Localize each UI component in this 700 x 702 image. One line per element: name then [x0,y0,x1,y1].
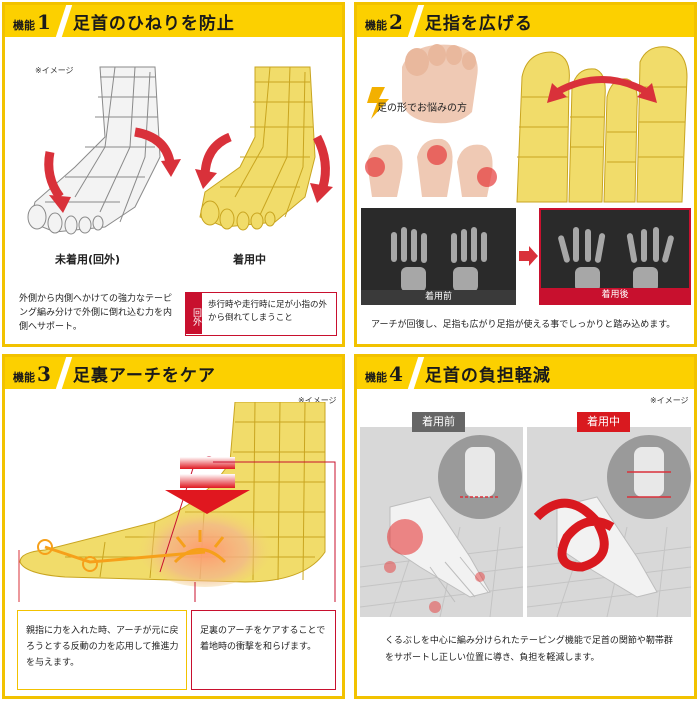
foot-illustration [27,66,333,235]
feature-badge: 機能 3 [5,357,59,389]
shock-note-box: 足裏のアーチをケアすることで着地時の衝撃を和らげます。 [191,610,336,690]
toe-illustration [365,44,688,203]
feature-panel-2: 機能 2 足指を広げる [354,2,697,347]
panel-header: 機能 4 足首の負担軽減 [357,357,694,389]
spread-arrow-icon [555,76,649,96]
spring-icon [173,530,227,564]
during-skeleton-image [526,427,692,618]
panel-header: 機能 3 足裏アーチをケア [5,357,342,389]
panel-description: くるぶしを中心に編み分けられたテーピング機能で足首の関節や靭帯群をサポートし正し… [385,636,673,663]
thrust-note-text: 親指に力を入れた時、アーチが元に戻ろうとする反動の力を応用して推進力を与えます。 [26,626,179,668]
feature-badge: 機能 1 [5,5,59,37]
before-tag: 着用前 [412,412,465,432]
thrust-note-box: 親指に力を入れた時、アーチが元に戻ろうとする反動の力を応用して推進力を与えます。 [17,610,187,690]
image-note: ※イメージ [35,66,74,75]
xray-before: 着用前 [361,208,516,305]
callout-tag: 回外 [186,293,202,334]
feature-panel-1: 機能 1 足首のひねりを防止 ※イメージ [2,2,345,347]
foot-photo [402,44,478,124]
feature-badge: 機能 2 [357,5,411,37]
panel-header: 機能 1 足首のひねりを防止 [5,5,342,37]
during-tag: 着用中 [577,412,630,432]
caption-worn: 着用中 [233,253,266,266]
after-label: 着用後 [541,288,689,303]
xray-after: 着用後 [539,208,691,305]
support-arrow-icon [200,132,232,178]
before-skeleton-image [359,427,524,618]
panel-title: 足首の負担軽減 [424,365,551,386]
lightning-icon [367,87,389,119]
arch-illustration [18,402,336,602]
panel-title: 足指を広げる [424,13,533,34]
panel-description: アーチが回復し、足指も広がり足指が使える事でしっかりと踏み込めます。 [371,320,676,330]
problem-feet [365,138,497,197]
arch-glow [135,497,275,587]
pain-spot-icon [387,519,423,555]
spread-toes-wireframe [516,46,688,203]
twist-arrow-icon [134,127,175,164]
pressure-arrow-icon [165,457,250,514]
caption-unworn: 未着用(回外) [55,253,121,266]
callout-text: 歩行時や走行時に足が小指の外から倒れてしまうこと [208,300,328,323]
panel-title: 足裏アーチをケア [72,365,216,386]
figure-eight-tape-icon [533,498,615,572]
feature-panel-4: 機能 4 足首の負担軽減 ※イメージ [354,354,697,699]
panel-description: 外側から内側へかけての強力なテーピング編み分けで外側に倒れ込む力を内側へサポート… [19,294,173,332]
feature-badge: 機能 4 [357,357,411,389]
wireframe-foot-worn [199,66,316,231]
shock-note-text: 足裏のアーチをケアすることで着地時の衝撃を和らげます。 [200,626,326,652]
wireframe-foot-unworn [27,66,161,235]
callout-box: 回外 歩行時や走行時に足が小指の外から倒れてしまうこと [185,292,337,336]
image-note: ※イメージ [650,396,689,405]
image-note: ※イメージ [298,396,337,405]
panel-header: 機能 2 足指を広げる [357,5,694,37]
toe-caption: 足の形でお悩みの方 [377,103,467,114]
before-label: 着用前 [361,290,516,305]
panel-title: 足首のひねりを防止 [72,13,235,34]
feature-panel-3: 機能 3 足裏アーチをケア ※イメージ [2,354,345,699]
arrow-right-icon [519,246,538,266]
